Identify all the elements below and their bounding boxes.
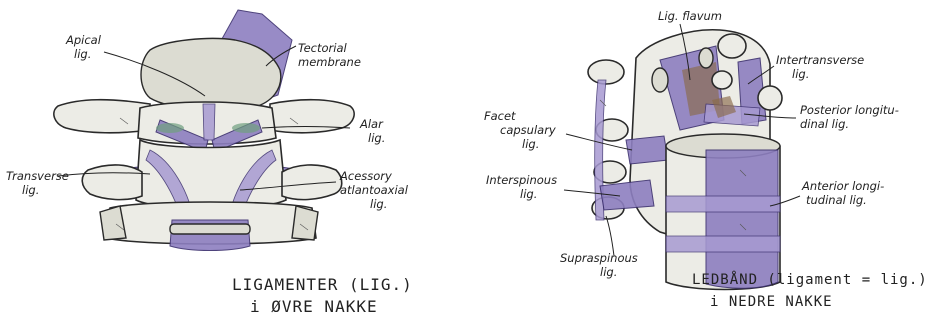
tp-knob-3 (712, 71, 732, 89)
tp-knob-2 (758, 86, 782, 110)
apical-ligament (203, 104, 215, 140)
anterior-longitudinal-ligament (706, 150, 778, 288)
lower-neck-caption: LEDBÅND (ligament = lig.) i NEDRE NAKKE (692, 271, 936, 310)
supraspinous-label: Supraspinous lig. (560, 251, 641, 279)
transverse-label: Transverse lig. (6, 169, 73, 197)
tectorial-label: Tectorial membrane (298, 41, 361, 69)
disc-band-1 (666, 196, 780, 212)
axis-vertebra (136, 140, 286, 209)
lower-neck-diagram: Lig. flavum Intertransverse lig. Facet c… (484, 9, 936, 310)
axis-left-process (82, 165, 142, 200)
posterior-label: Posterior longitu- dinal lig. (800, 103, 903, 131)
upper-neck-caption: LIGAMENTER (LIG.) i ØVRE NAKKE (232, 275, 423, 316)
intertransverse-label: Intertransverse lig. (776, 53, 868, 81)
atlas-left-process (54, 100, 150, 133)
green-mark-2 (232, 123, 260, 133)
facet-oval-2 (699, 48, 713, 68)
anterior-label: Anterior longi- tudinal lig. (801, 179, 888, 207)
green-mark-1 (156, 123, 184, 133)
apical-label: Apical lig. (65, 33, 105, 61)
leader-supraspinous (606, 216, 614, 256)
accessory-label: Acessory atlantoaxial lig. (339, 169, 412, 211)
facet-oval-1 (652, 68, 668, 92)
flavum-label: Lig. flavum (658, 9, 722, 23)
c3-right-tip (292, 206, 318, 240)
disc-band-2 (666, 236, 780, 252)
interspinous-label: Interspinous lig. (486, 173, 561, 201)
facet-capsule (626, 136, 668, 164)
skull-base (141, 38, 281, 109)
facet-label: Facet capsulary lig. (484, 109, 559, 151)
tp-knob-1 (718, 34, 746, 58)
upper-neck-diagram: Apical lig. Tectorial membrane Alar lig.… (6, 10, 423, 316)
alar-label: Alar lig. (359, 117, 387, 145)
vertebral-body-cap (170, 224, 250, 234)
